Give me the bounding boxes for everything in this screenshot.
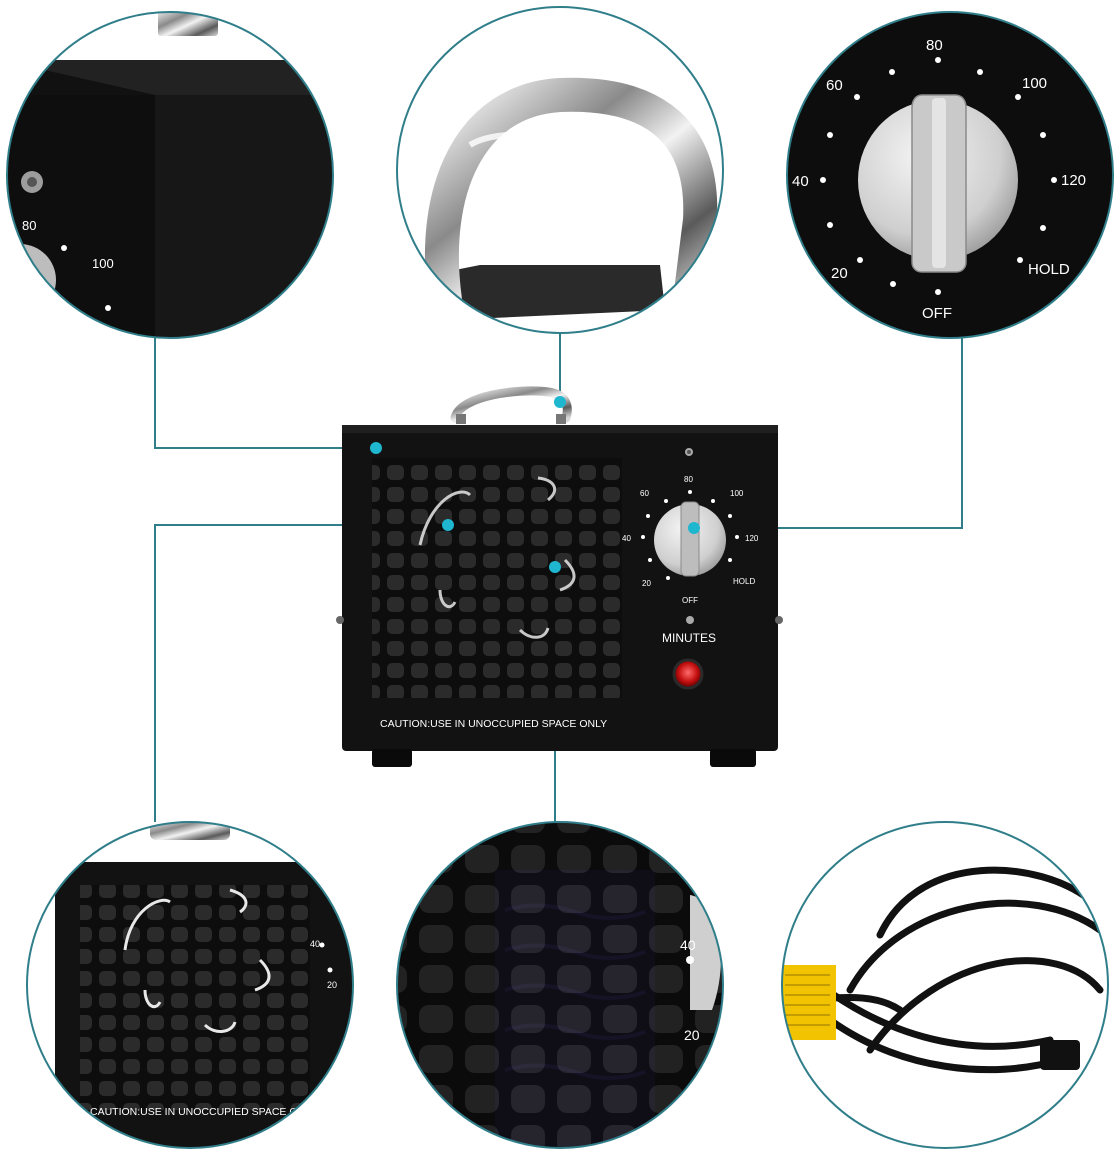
timer-knob-icon[interactable]: [654, 501, 726, 577]
callout-dot-handle: [554, 396, 566, 408]
timer-knob-icon[interactable]: [858, 94, 1018, 273]
callout-dot-uv: [549, 561, 561, 573]
vent-grille: [372, 458, 622, 698]
detail1-label-80: 80: [22, 218, 36, 233]
detail3-label-20: 20: [831, 265, 848, 282]
callout-line-body: [154, 338, 376, 449]
detail-front-fan: 40 20 CAUTION:USE IN UNOCCUPIED SPACE ON: [26, 821, 354, 1149]
caution-text: CAUTION:USE IN UNOCCUPIED SPACE ONLY: [380, 718, 607, 730]
detail3-label-80: 80: [926, 37, 943, 54]
callout-dots: [370, 396, 700, 573]
detail-power-cord: [781, 821, 1109, 1149]
detail4-label-20: 20: [327, 980, 337, 990]
power-indicator-light: [672, 658, 704, 690]
detail-uv-lamp: 40 20: [396, 821, 724, 1149]
detail3-label-120: 120: [1061, 172, 1086, 189]
fan-icon: [418, 476, 576, 639]
ozone-generator: CAUTION:USE IN UNOCCUPIED SPACE ONLY 80 …: [336, 386, 783, 767]
fan-icon: [123, 888, 271, 1033]
dial-label-120: 120: [745, 534, 759, 543]
device-foot: [710, 749, 756, 767]
handle-icon: [425, 77, 718, 317]
detail4-label-40: 40: [310, 939, 320, 949]
dial-label-20: 20: [642, 579, 651, 588]
warning-tag: [782, 965, 836, 1040]
detail3-label-40: 40: [792, 173, 809, 190]
detail3-label-60: 60: [826, 77, 843, 94]
minutes-label: MINUTES: [662, 631, 716, 645]
dial-label-hold: HOLD: [733, 577, 755, 586]
callout-dot-fan: [442, 519, 454, 531]
detail1-label-100: 100: [92, 256, 114, 271]
detail4-caution-text: CAUTION:USE IN UNOCCUPIED SPACE ON: [90, 1106, 305, 1118]
dial-label-100: 100: [730, 489, 744, 498]
detail5-label-20: 20: [684, 1027, 700, 1043]
detail-timer-knob: 80 60 100 40 120 20 HOLD OFF: [786, 11, 1114, 339]
detail3-label-off: OFF: [922, 305, 952, 322]
detail-handle: [396, 6, 724, 334]
callout-dot-body: [370, 442, 382, 454]
power-cord-icon: [786, 866, 1104, 1074]
timer-dial: 80 60 100 40 120 20 HOLD OFF MINUTES: [622, 448, 759, 690]
callout-line-knob: [694, 338, 963, 529]
dial-label-off: OFF: [682, 596, 698, 605]
callout-dot-knob: [688, 522, 700, 534]
detail3-label-100: 100: [1022, 75, 1047, 92]
dial-label-40: 40: [622, 534, 631, 543]
handle-icon: [450, 386, 572, 424]
device-foot: [372, 749, 412, 767]
detail-body-corner: 80 100: [6, 11, 334, 339]
dial-label-60: 60: [640, 489, 649, 498]
dial-label-80: 80: [684, 475, 693, 484]
detail5-label-40: 40: [680, 937, 696, 953]
detail3-label-hold: HOLD: [1028, 261, 1070, 278]
